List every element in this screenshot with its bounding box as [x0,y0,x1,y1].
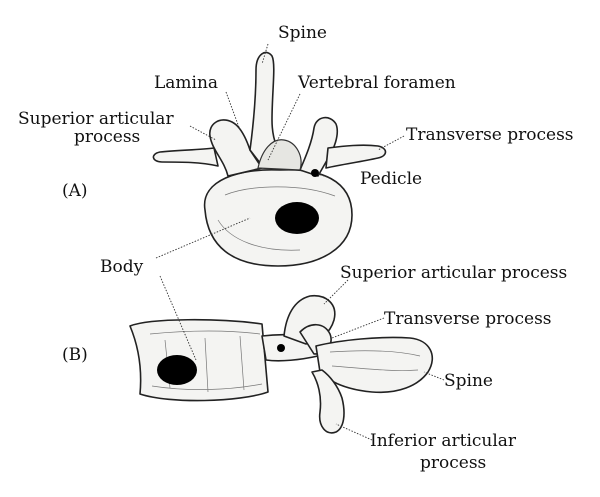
label-superior-articular-a-1: Superior articular [18,109,174,129]
left-transverse-process-a [152,147,219,167]
label-vertebral-foramen-a: Vertebral foramen [297,73,456,93]
inferior-articular-process-b [311,369,345,434]
label-superior-articular-process-b: Superior articular process [340,263,567,283]
label-lamina-a: Lamina [154,73,218,93]
leader-transverse-a [377,135,405,151]
diagram-labels: Spine Lamina Vertebral foramen Superior … [18,23,574,473]
body-spot-a [275,202,319,234]
leader-lamina-a [225,91,241,131]
vertebral-body-b [129,318,269,402]
label-spine-a: Spine [278,23,327,43]
left-arch-a [209,119,263,177]
label-inferior-articular-b-1: Inferior articular [370,431,517,451]
leader-pedicle-a [317,173,331,179]
label-pedicle-a: Pedicle [360,169,422,189]
panel-label-b: (B) [62,345,88,365]
right-transverse-process-a [325,144,387,169]
label-transverse-process-b: Transverse process [384,309,552,329]
leader-lines [155,43,445,441]
vertebral-foramen-a [257,139,302,171]
leader-superior-articular-b [323,279,349,305]
label-superior-articular-a-2: process [74,127,140,147]
label-spine-b: Spine [444,371,493,391]
panel-label-a: (A) [62,181,88,201]
leader-spine-b [423,371,445,381]
label-transverse-process-a: Transverse process [406,125,574,145]
leader-inferior-articular-b [335,423,373,441]
label-body: Body [100,257,144,277]
leader-superior-articular-a [189,125,217,141]
leader-transverse-b [331,317,385,339]
label-inferior-articular-b-2: process [420,453,486,473]
leader-foramen-a [267,93,301,161]
vertebra-superior-view-icon [152,51,387,267]
leader-body-to-a [155,217,251,259]
vertebra-lateral-view-icon [129,295,434,434]
pedicle-spot-a [311,169,319,177]
leader-body-to-b [159,275,197,361]
body-spot-b [157,355,197,385]
leader-spine-a [261,43,269,65]
pedicle-spot-b [277,344,285,352]
